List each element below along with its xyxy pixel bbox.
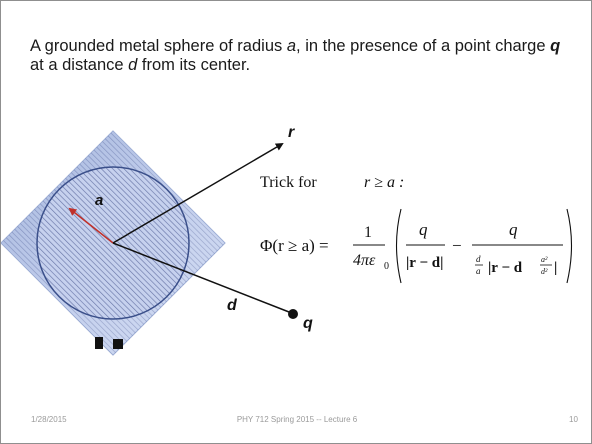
title-text-1: A grounded metal sphere of radius [30,37,287,55]
formula-q-1: q [419,220,428,239]
formula-d-num: d [476,254,481,264]
title-var-d: d [128,56,138,74]
ground-mark-right [113,339,123,349]
label-d: d [227,297,238,314]
formula-4pi-eps: 4πε [353,252,376,269]
formula-bar-close: | [554,260,557,276]
label-q: q [303,315,313,332]
formula-eps-sub: 0 [384,261,389,272]
formula-phi: Φ(r ≥ a) = [260,236,329,255]
title-var-q: q [550,37,561,55]
radius-arrow [68,207,114,244]
footer-page-number: 10 [569,415,578,424]
formula-one: 1 [364,224,372,241]
formula-r-minus-d-2: |r − d [488,260,523,276]
big-paren-right [566,208,572,284]
position-vector-r [112,142,284,244]
title-text-2: , in the presence of a point charge [296,37,551,55]
formula-a-den: a [476,266,481,276]
formula: Trick for r ≥ a : Φ(r ≥ a) = 1 4πε 0 q |… [260,174,572,284]
big-paren-left [396,208,402,284]
label-r: r [288,124,295,141]
formula-a2: a² [541,255,548,264]
formula-condition: r ≥ a : [364,174,404,191]
footer-course: PHY 712 Spring 2015 -- Lecture 6 [236,415,358,424]
title-var-a: a [286,37,297,55]
distance-vector-d [112,242,290,313]
ground-mark-left [95,337,103,349]
point-charge-q [288,309,298,319]
formula-r-minus-d: |r − d| [406,255,443,271]
label-a: a [95,192,103,209]
title-text-4: from its center. [137,56,251,74]
title-text-3: at a distance [30,56,129,74]
formula-q-2: q [509,220,518,239]
formula-d2: d² [541,267,548,276]
footer-date: 1/28/2015 [31,415,67,424]
formula-minus: − [452,236,462,255]
formula-trick-text: Trick for [260,174,317,191]
slide-title: A grounded metal sphere of radius a, in … [30,37,570,75]
